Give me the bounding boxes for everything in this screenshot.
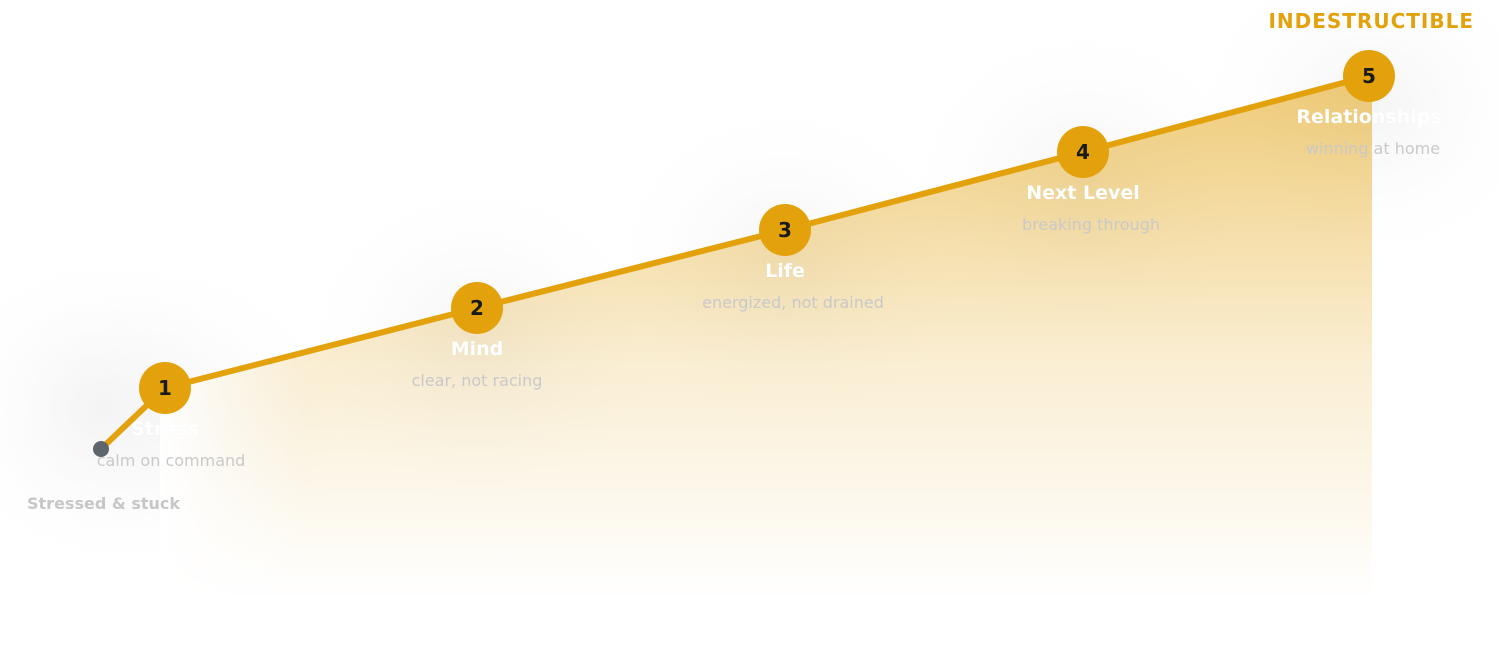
- connector-line-1: [162, 305, 480, 391]
- step-5-subtitle: winning at home: [1305, 139, 1441, 158]
- connector-line-3: [782, 149, 1086, 233]
- step-3-title: Life: [765, 260, 805, 282]
- step-2-number: 2: [470, 296, 484, 320]
- step-4-node: [1057, 126, 1109, 178]
- step-1-node: [139, 362, 191, 414]
- step-4-subtitle: breaking through: [1022, 215, 1160, 234]
- step-2-subtitle: clear, not racing: [411, 371, 543, 390]
- start-label: Stressed & stuck: [27, 494, 181, 513]
- start-dot: [93, 441, 109, 457]
- progress-area-fade: [160, 75, 1372, 600]
- connector-line-4: [1080, 73, 1372, 155]
- step-1-subtitle: calm on command: [96, 451, 246, 470]
- step-5-title: Relationships: [1296, 106, 1442, 128]
- step-4-title: Next Level: [1026, 182, 1140, 204]
- step-5-number: 5: [1362, 64, 1376, 88]
- step-2-title: Mind: [450, 338, 504, 360]
- step-3-subtitle: energized, not drained: [702, 293, 884, 312]
- step-3-number: 3: [778, 218, 792, 242]
- step-5-node: [1343, 50, 1395, 102]
- step-3-node: [759, 204, 811, 256]
- step-1-number: 1: [158, 376, 172, 400]
- step-nodes: 1 2 3 4 5: [139, 50, 1395, 414]
- goal-label: INDESTRUCTIBLE: [1268, 9, 1474, 33]
- step-2-node: [451, 282, 503, 334]
- step-4-number: 4: [1076, 140, 1090, 164]
- step-1-title: Stress: [131, 418, 199, 440]
- connector-line-2: [474, 227, 788, 311]
